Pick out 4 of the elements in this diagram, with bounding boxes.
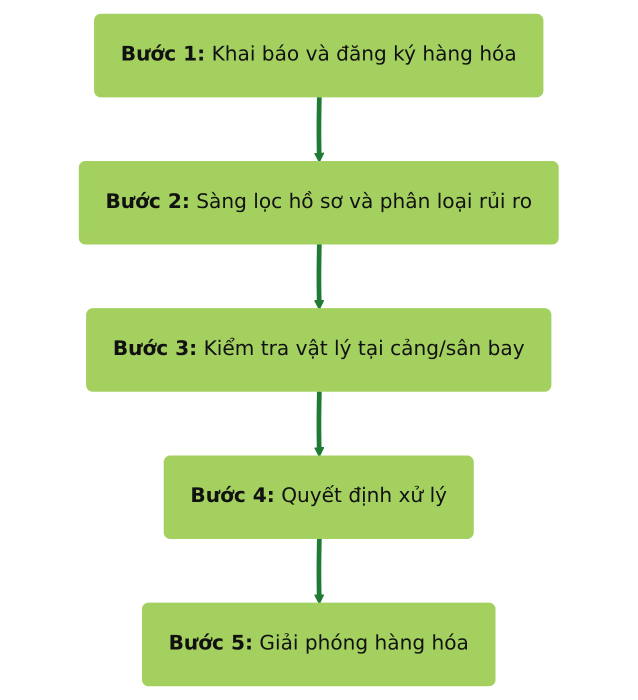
arrow	[314, 97, 325, 163]
arrow	[314, 538, 325, 604]
arrow	[314, 392, 325, 458]
arrow	[314, 244, 325, 310]
